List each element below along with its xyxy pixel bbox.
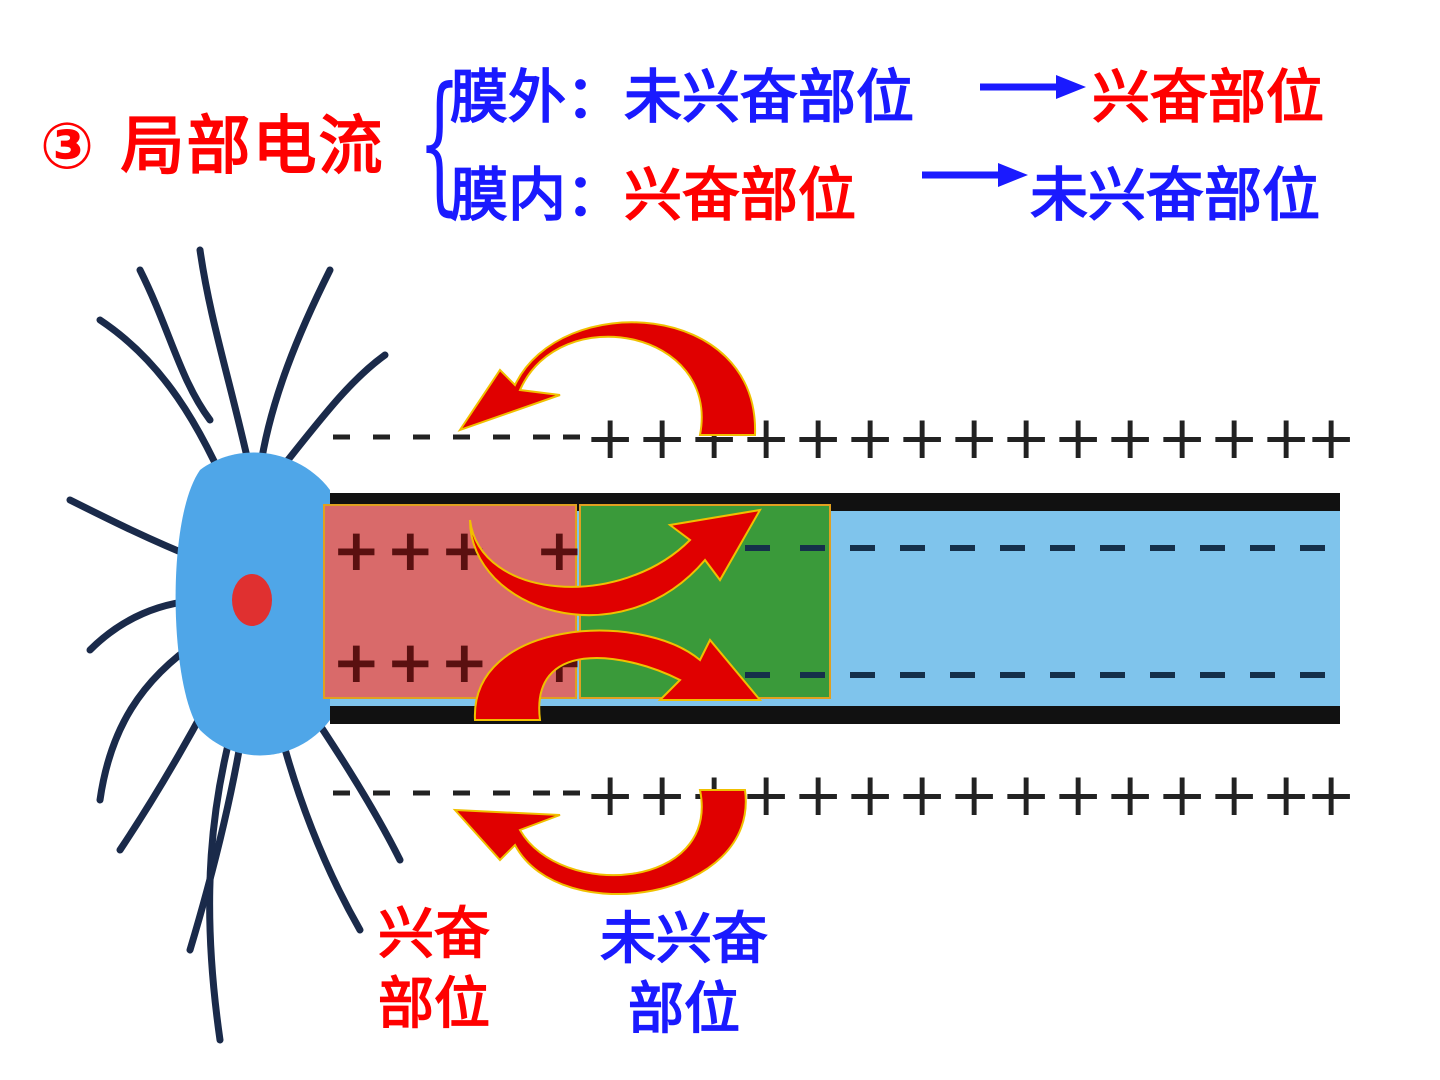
svg-text:+: + (1157, 760, 1207, 830)
svg-text:+: + (332, 628, 381, 696)
svg-text:+: + (897, 760, 947, 830)
svg-text:+: + (1261, 403, 1311, 473)
brace-symbol: { (418, 56, 461, 230)
inside-from: 兴奋部位 (624, 161, 857, 229)
svg-text:+: + (637, 403, 687, 473)
svg-text:+: + (793, 403, 843, 473)
svg-text:+: + (1001, 760, 1051, 830)
svg-text:+: + (845, 760, 895, 830)
unexcited-label: 未兴奋 部位 (600, 905, 768, 1045)
svg-text:+: + (741, 760, 791, 830)
outside-line: 膜外：未兴奋部位 (450, 50, 914, 134)
outside-arrow-icon (980, 75, 1086, 99)
arrow-bottom-outside (452, 789, 747, 896)
svg-text:+: + (386, 516, 435, 584)
axon-membrane-bottom (330, 706, 1340, 724)
outside-from: 未兴奋部位 (624, 63, 915, 131)
inside-line: 膜内：兴奋部位 (450, 148, 856, 232)
outer-plus-bottom: ++++ ++++ ++++ +++ (585, 760, 1356, 830)
inner-plus-signs: ++++ ++++ (332, 516, 584, 696)
outside-to: 兴奋部位 (1092, 63, 1325, 131)
svg-text:+: + (1001, 403, 1051, 473)
inside-to: 未兴奋部位 (1030, 161, 1321, 229)
arrow-inside-lower (473, 629, 763, 721)
arrow-inside-upper (469, 508, 762, 617)
unexcited-label-line2: 部位 (628, 977, 740, 1042)
svg-text:+: + (1306, 403, 1356, 473)
current-arrows (452, 321, 763, 896)
excited-label: 兴奋 部位 (378, 900, 490, 1040)
svg-text:+: + (1053, 760, 1103, 830)
inside-prefix: 膜内： (450, 161, 625, 229)
svg-text:+: + (949, 760, 999, 830)
svg-text:+: + (1209, 760, 1259, 830)
svg-text:+: + (1053, 403, 1103, 473)
svg-text:+: + (949, 403, 999, 473)
svg-text:+: + (1209, 403, 1259, 473)
arrow-top-outside (457, 321, 757, 436)
outside-prefix: 膜外： (450, 63, 625, 131)
svg-text:+: + (386, 628, 435, 696)
svg-text:+: + (535, 516, 584, 584)
excited-label-line1: 兴奋 (378, 902, 490, 967)
svg-text:+: + (637, 760, 687, 830)
page-title: ③ 局部电流 (40, 110, 385, 184)
svg-text:+: + (793, 760, 843, 830)
svg-text:+: + (1157, 403, 1207, 473)
svg-text:+: + (585, 760, 635, 830)
svg-text:+: + (845, 403, 895, 473)
svg-text:+: + (1261, 760, 1311, 830)
svg-text:+: + (585, 403, 635, 473)
svg-text:+: + (1306, 760, 1356, 830)
outer-plus-top: ++++ ++++ ++++ +++ (585, 403, 1356, 473)
svg-text:+: + (1105, 760, 1155, 830)
svg-text:+: + (897, 403, 947, 473)
svg-text:+: + (332, 516, 381, 584)
nucleus (232, 574, 272, 626)
inside-arrow-icon (922, 163, 1028, 187)
svg-text:+: + (1105, 403, 1155, 473)
unexcited-label-line1: 未兴奋 (600, 907, 768, 972)
excited-label-line2: 部位 (378, 972, 490, 1037)
